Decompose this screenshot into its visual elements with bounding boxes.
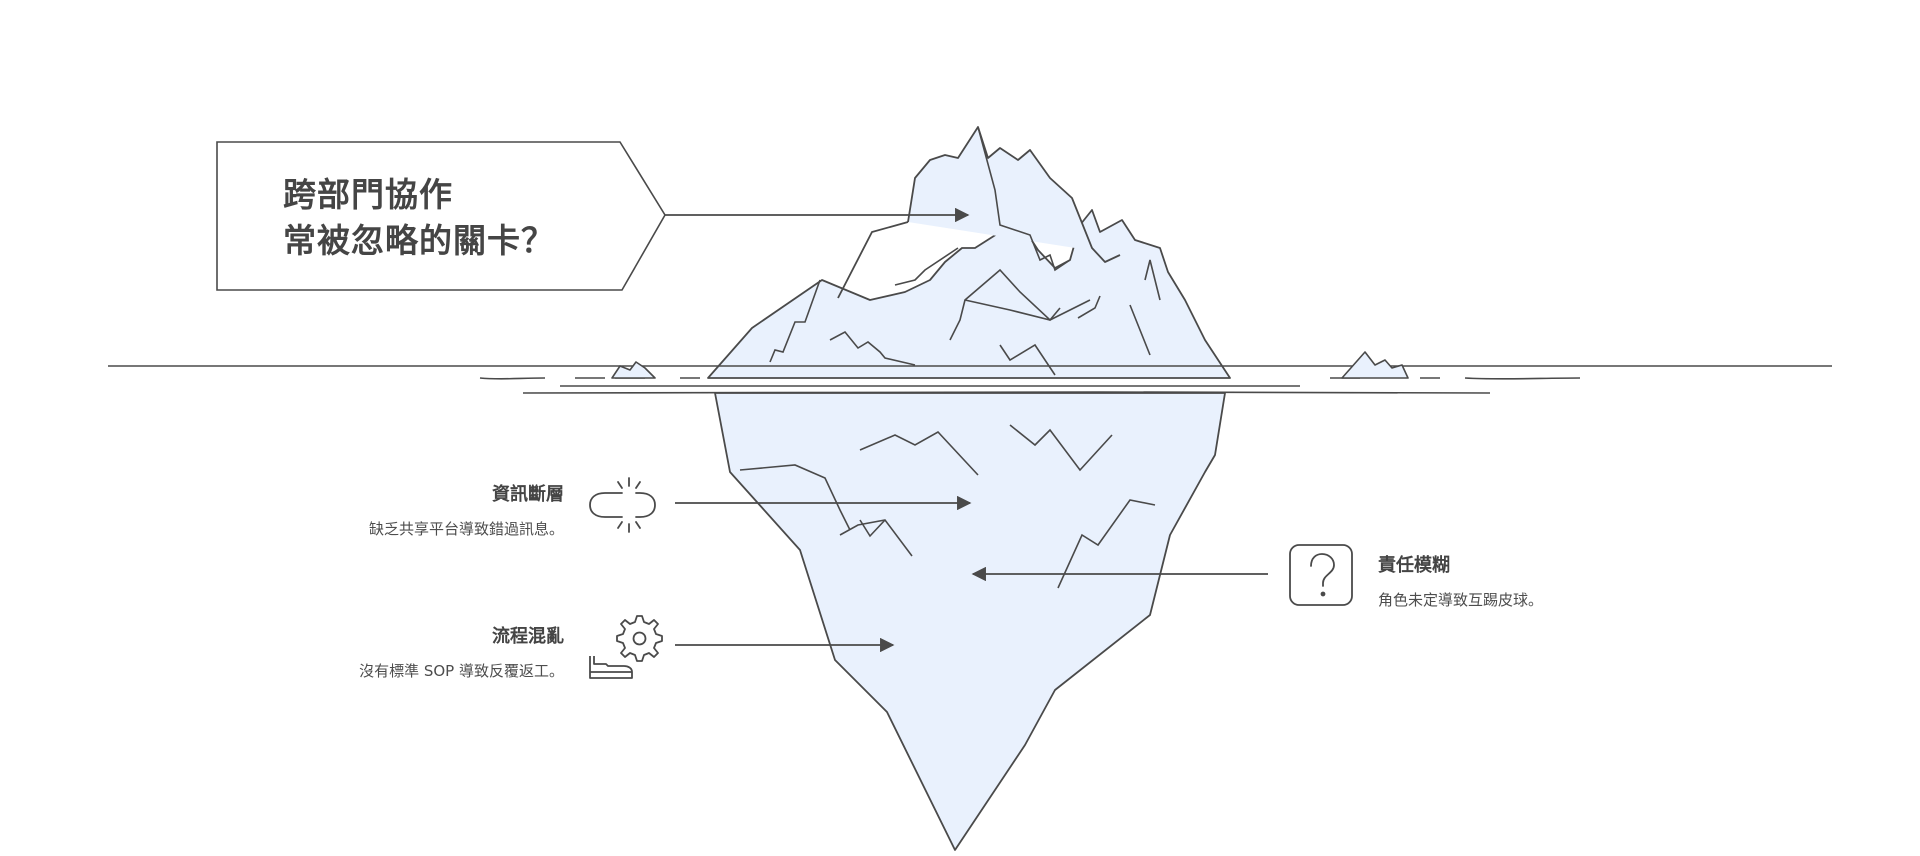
item-description: 角色未定導致互踢皮球。 bbox=[1378, 591, 1544, 609]
broken-link-icon bbox=[589, 477, 656, 533]
title-line-1: 跨部門協作 bbox=[283, 175, 453, 214]
iceberg-tip bbox=[707, 209, 1231, 379]
title-line-2: 常被忽略的關卡？ bbox=[283, 221, 555, 260]
item-description: 沒有標準 SOP 導致反覆返工。 bbox=[359, 662, 564, 680]
small-ice-left bbox=[611, 361, 656, 379]
item-process-chaos: 流程混亂 沒有標準 SOP 導致反覆返工。 bbox=[264, 622, 564, 681]
ice-cracks-bottom bbox=[739, 424, 1156, 589]
item-title: 流程混亂 bbox=[492, 626, 564, 647]
question-box-icon bbox=[1289, 544, 1353, 606]
diagram-title: 跨部門協作 常被忽略的關卡？ bbox=[283, 172, 555, 264]
title-callout-box bbox=[216, 141, 666, 291]
item-responsibility: 責任模糊 角色未定導致互踢皮球。 bbox=[1378, 551, 1698, 610]
item-title: 資訊斷層 bbox=[492, 484, 564, 505]
ice-cracks-top bbox=[769, 247, 1161, 376]
gear-conveyor-icon bbox=[589, 615, 663, 679]
iceberg-underwater bbox=[714, 392, 1226, 851]
waterline bbox=[108, 365, 1832, 394]
item-info-gap: 資訊斷層 缺乏共享平台導致錯過訊息。 bbox=[264, 480, 564, 539]
item-description: 缺乏共享平台導致錯過訊息。 bbox=[368, 520, 564, 538]
small-ice-right bbox=[1341, 351, 1409, 379]
item-title: 責任模糊 bbox=[1378, 555, 1450, 576]
